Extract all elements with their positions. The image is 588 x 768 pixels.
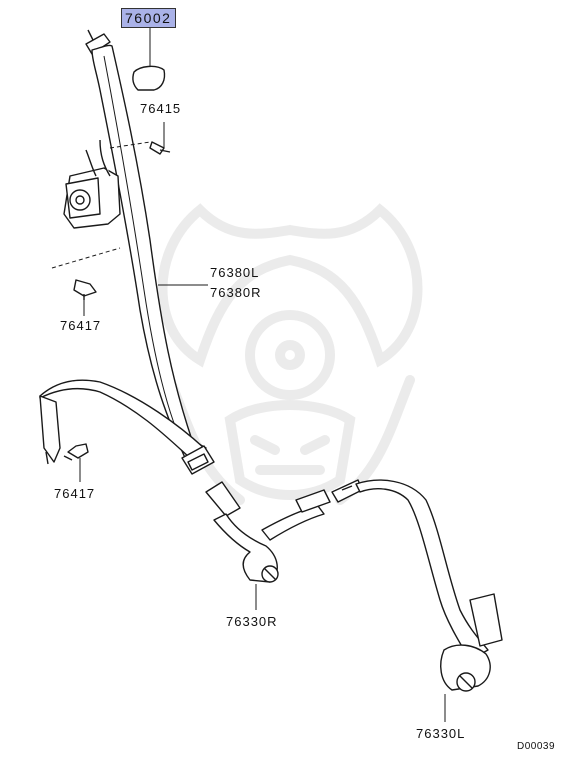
anchor-cover [132, 65, 166, 91]
part-label-76380r[interactable]: 76380R [210, 285, 262, 300]
lap-belt [39, 379, 205, 465]
retractor [63, 139, 121, 229]
diagram-code: D00039 [517, 741, 556, 752]
belt-tongue [181, 445, 215, 475]
bolt-76417-upper [51, 247, 121, 316]
rear-buckle-left [331, 479, 503, 722]
part-label-76330l[interactable]: 76330L [416, 726, 466, 741]
part-label-76330r[interactable]: 76330R [226, 614, 278, 629]
anchor-bolt-top [85, 29, 111, 55]
part-label-76415[interactable]: 76415 [140, 101, 182, 116]
part-label-76417-upper[interactable]: 76417 [60, 318, 102, 333]
part-label-76417-lower[interactable]: 76417 [54, 486, 96, 501]
part-label-76380l[interactable]: 76380L [210, 265, 260, 280]
rear-buckle-right [205, 481, 331, 610]
part-label-76002[interactable]: 76002 [121, 8, 177, 28]
bolt-76415 [109, 122, 171, 155]
bolt-76417-lower [63, 443, 89, 482]
